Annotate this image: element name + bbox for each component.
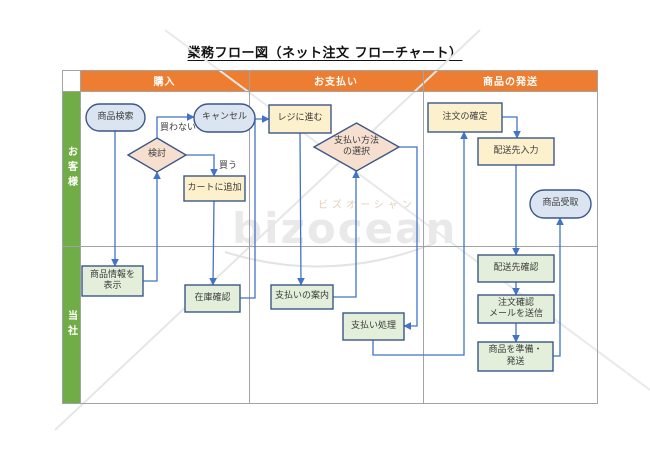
- edge-label-consider-to-cancel: 買わない: [160, 123, 197, 133]
- edge-label-consider-to-add-to-cart: 買う: [219, 161, 238, 171]
- edge-order-confirm-to-shipping-address-input: [502, 116, 521, 139]
- node-label-add-to-cart: カートに追加: [187, 182, 242, 193]
- node-label-product-info-display: 商品情報を 表示: [89, 269, 135, 291]
- node-label-product-search: 商品検索: [97, 111, 134, 122]
- node-payment-process: [342, 312, 405, 341]
- node-payment-method-select: [312, 122, 401, 172]
- node-label-order-confirm: 注文の確定: [442, 111, 488, 122]
- node-label-payment-method-select: 支払い方法 の選択: [333, 135, 379, 157]
- node-product-info-display: [81, 265, 144, 297]
- column-divider-1: [249, 70, 250, 404]
- table-border-left: [62, 70, 63, 404]
- node-order-confirm: [427, 102, 503, 133]
- node-cancel: [193, 103, 256, 133]
- column-header-shipping: 商品の発送: [423, 70, 598, 91]
- edge-add-to-cart-to-stock-check: [209, 200, 217, 286]
- table-border-right: [597, 70, 598, 404]
- node-label-cancel: キャンセル: [201, 112, 247, 123]
- lane-column-divider: [80, 70, 81, 404]
- node-shipping-address-input: [477, 137, 555, 166]
- page-title: 業務フロー図（ネット注文 フローチャート）: [187, 46, 463, 61]
- lane-divider: [62, 246, 598, 247]
- node-label-shipping-address-input: 配送先入力: [493, 145, 539, 156]
- table-border-top: [62, 70, 598, 71]
- node-add-to-cart: [183, 175, 246, 202]
- edge-product-info-display-to-consider: [143, 171, 161, 282]
- node-shipping-address-confirm: [477, 254, 555, 283]
- node-product-receive: [529, 189, 592, 219]
- node-proceed-to-checkout: [268, 104, 332, 134]
- header-divider: [62, 91, 598, 92]
- node-consider: [126, 137, 188, 173]
- edge-consider-to-add-to-cart: [186, 154, 218, 177]
- node-stock-check: [184, 284, 241, 313]
- edge-prepare-and-ship-to-product-receive: [553, 217, 564, 357]
- node-label-prepare-and-ship: 商品を準備・ 発送: [488, 345, 543, 367]
- node-product-search: [85, 103, 146, 132]
- corner-cell: [62, 70, 80, 91]
- node-label-order-confirm-mail: 注文確認 メールを送信: [488, 297, 543, 319]
- node-label-shipping-address-confirm: 配送先確認: [493, 262, 539, 273]
- column-divider-2: [423, 70, 424, 404]
- lane-label-customer: お客様: [62, 91, 80, 246]
- node-payment-guide: [270, 284, 334, 310]
- column-header-purchase: 購入: [80, 70, 249, 91]
- node-label-consider: 検討: [147, 149, 166, 160]
- node-label-stock-check: 在庫確認: [194, 292, 231, 303]
- column-header-payment: お支払い: [249, 70, 423, 91]
- node-order-confirm-mail: [477, 294, 555, 324]
- table-border-bottom: [62, 403, 598, 404]
- node-label-product-receive: 商品受取: [542, 198, 579, 209]
- node-label-proceed-to-checkout: レジに進む: [277, 113, 323, 124]
- node-label-payment-process: 支払い処理: [350, 320, 396, 331]
- lane-label-company: 当社: [62, 246, 80, 404]
- node-label-payment-guide: 支払いの案内: [274, 291, 329, 302]
- node-prepare-and-ship: [477, 341, 554, 372]
